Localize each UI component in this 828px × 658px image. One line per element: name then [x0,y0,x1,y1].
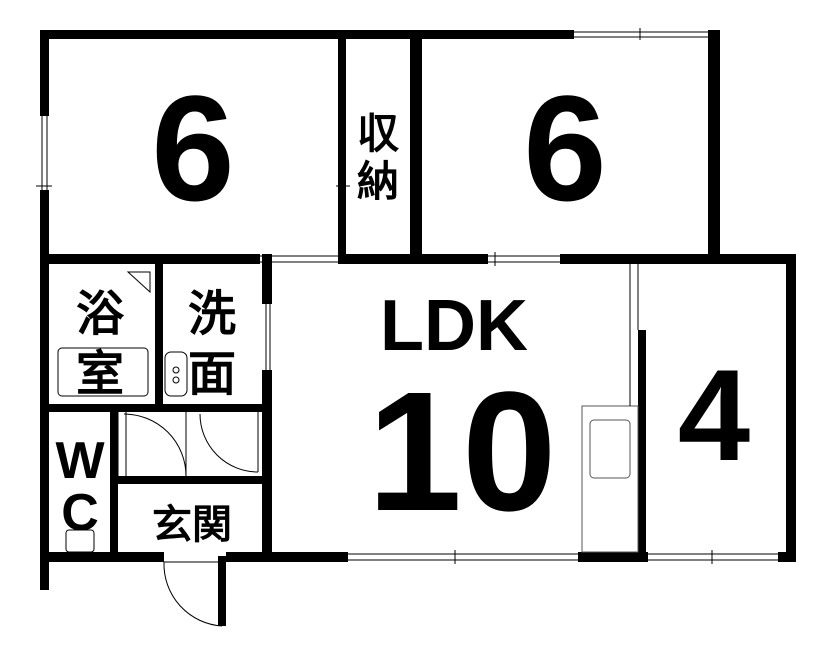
door-swing-hall [199,413,259,473]
east-bedroom-size: 6 [523,64,606,232]
fixtures [36,185,639,627]
closet-label-bottom: 納 [357,157,399,206]
bath-label-top: 浴 [76,286,125,342]
toilet-label-top: W [55,432,105,490]
toilet-fixture [65,529,95,553]
ldk-size: 10 [367,357,556,547]
wash-basin [164,351,188,397]
room-closet: 収 納 [357,109,399,206]
room-west-bedroom: 6 [151,64,234,232]
kitchen-counter [581,405,639,553]
entrance-door [218,556,226,626]
room-toilet: W C [55,432,105,542]
ldk-label: LDK [380,286,528,366]
walls [40,28,796,590]
kitchen-sink [589,419,631,479]
room-east-bedroom: 6 [523,64,606,232]
washroom-label-top: 洗 [188,286,236,342]
washroom-label-bottom: 面 [188,346,236,402]
door-swing-entrance [163,561,223,627]
toilet-label-bottom: C [61,484,99,542]
closet-label-top: 収 [357,109,399,158]
door-swing-bath [123,413,187,477]
bathtub [57,347,149,397]
west-bedroom-size: 6 [151,64,234,232]
room-bath: 浴 室 [76,286,125,402]
room-ldk: LDK 10 [367,286,556,547]
south-room-size: 4 [678,342,750,488]
entrance-label: 玄関 [152,502,232,548]
bath-corner-mark [126,271,151,294]
bath-label-bottom: 室 [76,346,124,402]
room-south: 4 [678,342,750,488]
room-entrance: 玄関 [152,502,232,548]
room-washroom: 洗 面 [188,286,236,402]
